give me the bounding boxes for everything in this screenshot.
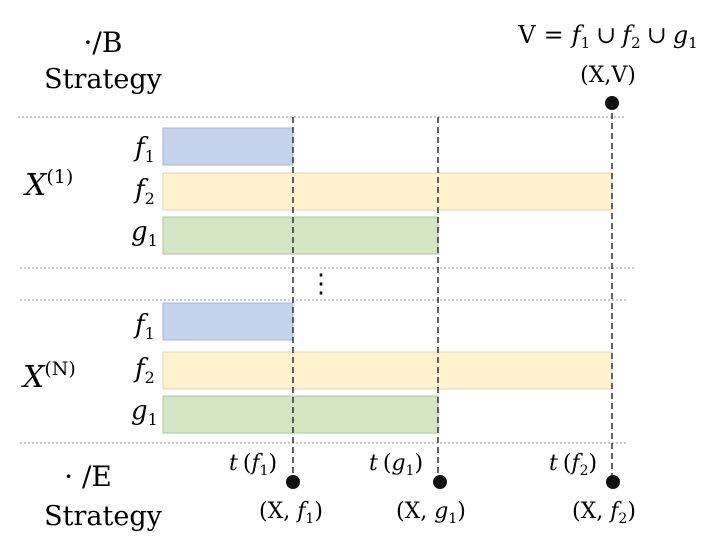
group-x1-var: X [23,168,48,203]
top-strategy-subtitle: Strategy [44,64,162,95]
vertical-ellipsis: ⋮ [308,269,334,299]
time-f2-sub: 2 [580,463,589,479]
time-g1-sub: 1 [406,463,415,479]
group-xn-var: X [21,360,46,395]
point-f2-sub: 2 [618,511,627,527]
row-label-xn-f2: f2 [133,354,155,387]
row-label-xn-g1: g1 [131,396,158,429]
point-g1-prefix: (X, [396,499,434,524]
union-formula: V=f1∪f2∪g1 [517,21,697,52]
union-f1-sub: 1 [581,34,591,52]
point-f1-sub: 1 [305,511,314,527]
union-cup-2: ∪ [647,21,667,49]
union-g1: g [673,21,688,49]
point-label-f2: (X, f2) [572,499,636,527]
time-f2-open: ( [563,451,572,476]
time-f1-open: ( [243,451,252,476]
row-label-x1-f1: f1 [133,133,155,166]
time-f2-t: t [549,451,558,476]
bar-x1-f2 [162,172,613,211]
union-g1-sub: 1 [688,34,698,52]
row-x1-g1-name: g [131,217,148,247]
group-x1-sup: (1) [46,166,73,188]
point-g1-sub: 1 [448,511,457,527]
time-f1-t: t [229,451,238,476]
union-f2-sub: 2 [631,34,641,52]
bar-x1-f1 [162,127,294,166]
row-label-xn-f1: f1 [133,310,155,343]
time-g1-open: ( [383,451,392,476]
point-label-g1: (X, g1) [396,499,466,527]
bar-xn-f2 [162,351,613,390]
bottom-strategy-title: · /E [64,460,112,493]
group-label-x1: X(1) [23,166,73,203]
time-f2-close: ) [589,451,598,476]
time-label-f2: t(f2) [549,451,597,479]
group-xn-sup: (N) [44,358,75,380]
row-xn-f1-sub: 1 [145,324,155,343]
bottom-strategy-subtitle: Strategy [44,501,162,532]
point-f1-prefix: (X, [259,499,297,524]
group-label-xn: X(N) [21,358,76,395]
point-f1-close: ) [314,499,323,524]
time-f1-close: ) [269,451,278,476]
point-marker-f1 [286,475,300,489]
point-g1-close: ) [457,499,466,524]
bar-xn-f1 [162,302,294,341]
point-marker-f2 [606,475,620,489]
point-marker-g1 [433,475,447,489]
top-point-label: (X,V) [580,63,636,88]
point-f2-close: ) [627,499,636,524]
time-g1-t: t [369,451,378,476]
time-g1-close: ) [414,451,423,476]
time-label-f1: t(f1) [229,451,277,479]
point-label-f1: (X, f1) [259,499,323,527]
row-xn-g1-sub: 1 [148,410,158,429]
row-xn-f2-sub: 2 [145,368,155,387]
time-f1-sub: 1 [260,463,269,479]
row-x1-g1-sub: 1 [148,231,158,250]
time-label-g1: t(g1) [369,451,423,479]
bar-x1-g1 [162,216,439,255]
point-g1-fn: g [434,499,448,524]
union-eq: = [544,21,564,49]
point-f2-prefix: (X, [572,499,610,524]
row-label-x1-g1: g1 [131,217,158,250]
top-strategy-title: ·/B [84,26,123,59]
row-label-x1-f2: f2 [133,175,155,208]
row-xn-g1-name: g [131,396,148,426]
bar-xn-g1 [162,395,439,434]
union-cup-1: ∪ [596,21,616,49]
row-x1-f1-sub: 1 [145,147,155,166]
row-x1-f2-sub: 2 [145,189,155,208]
union-v: V [517,21,536,49]
time-g1-fn: g [391,451,405,476]
